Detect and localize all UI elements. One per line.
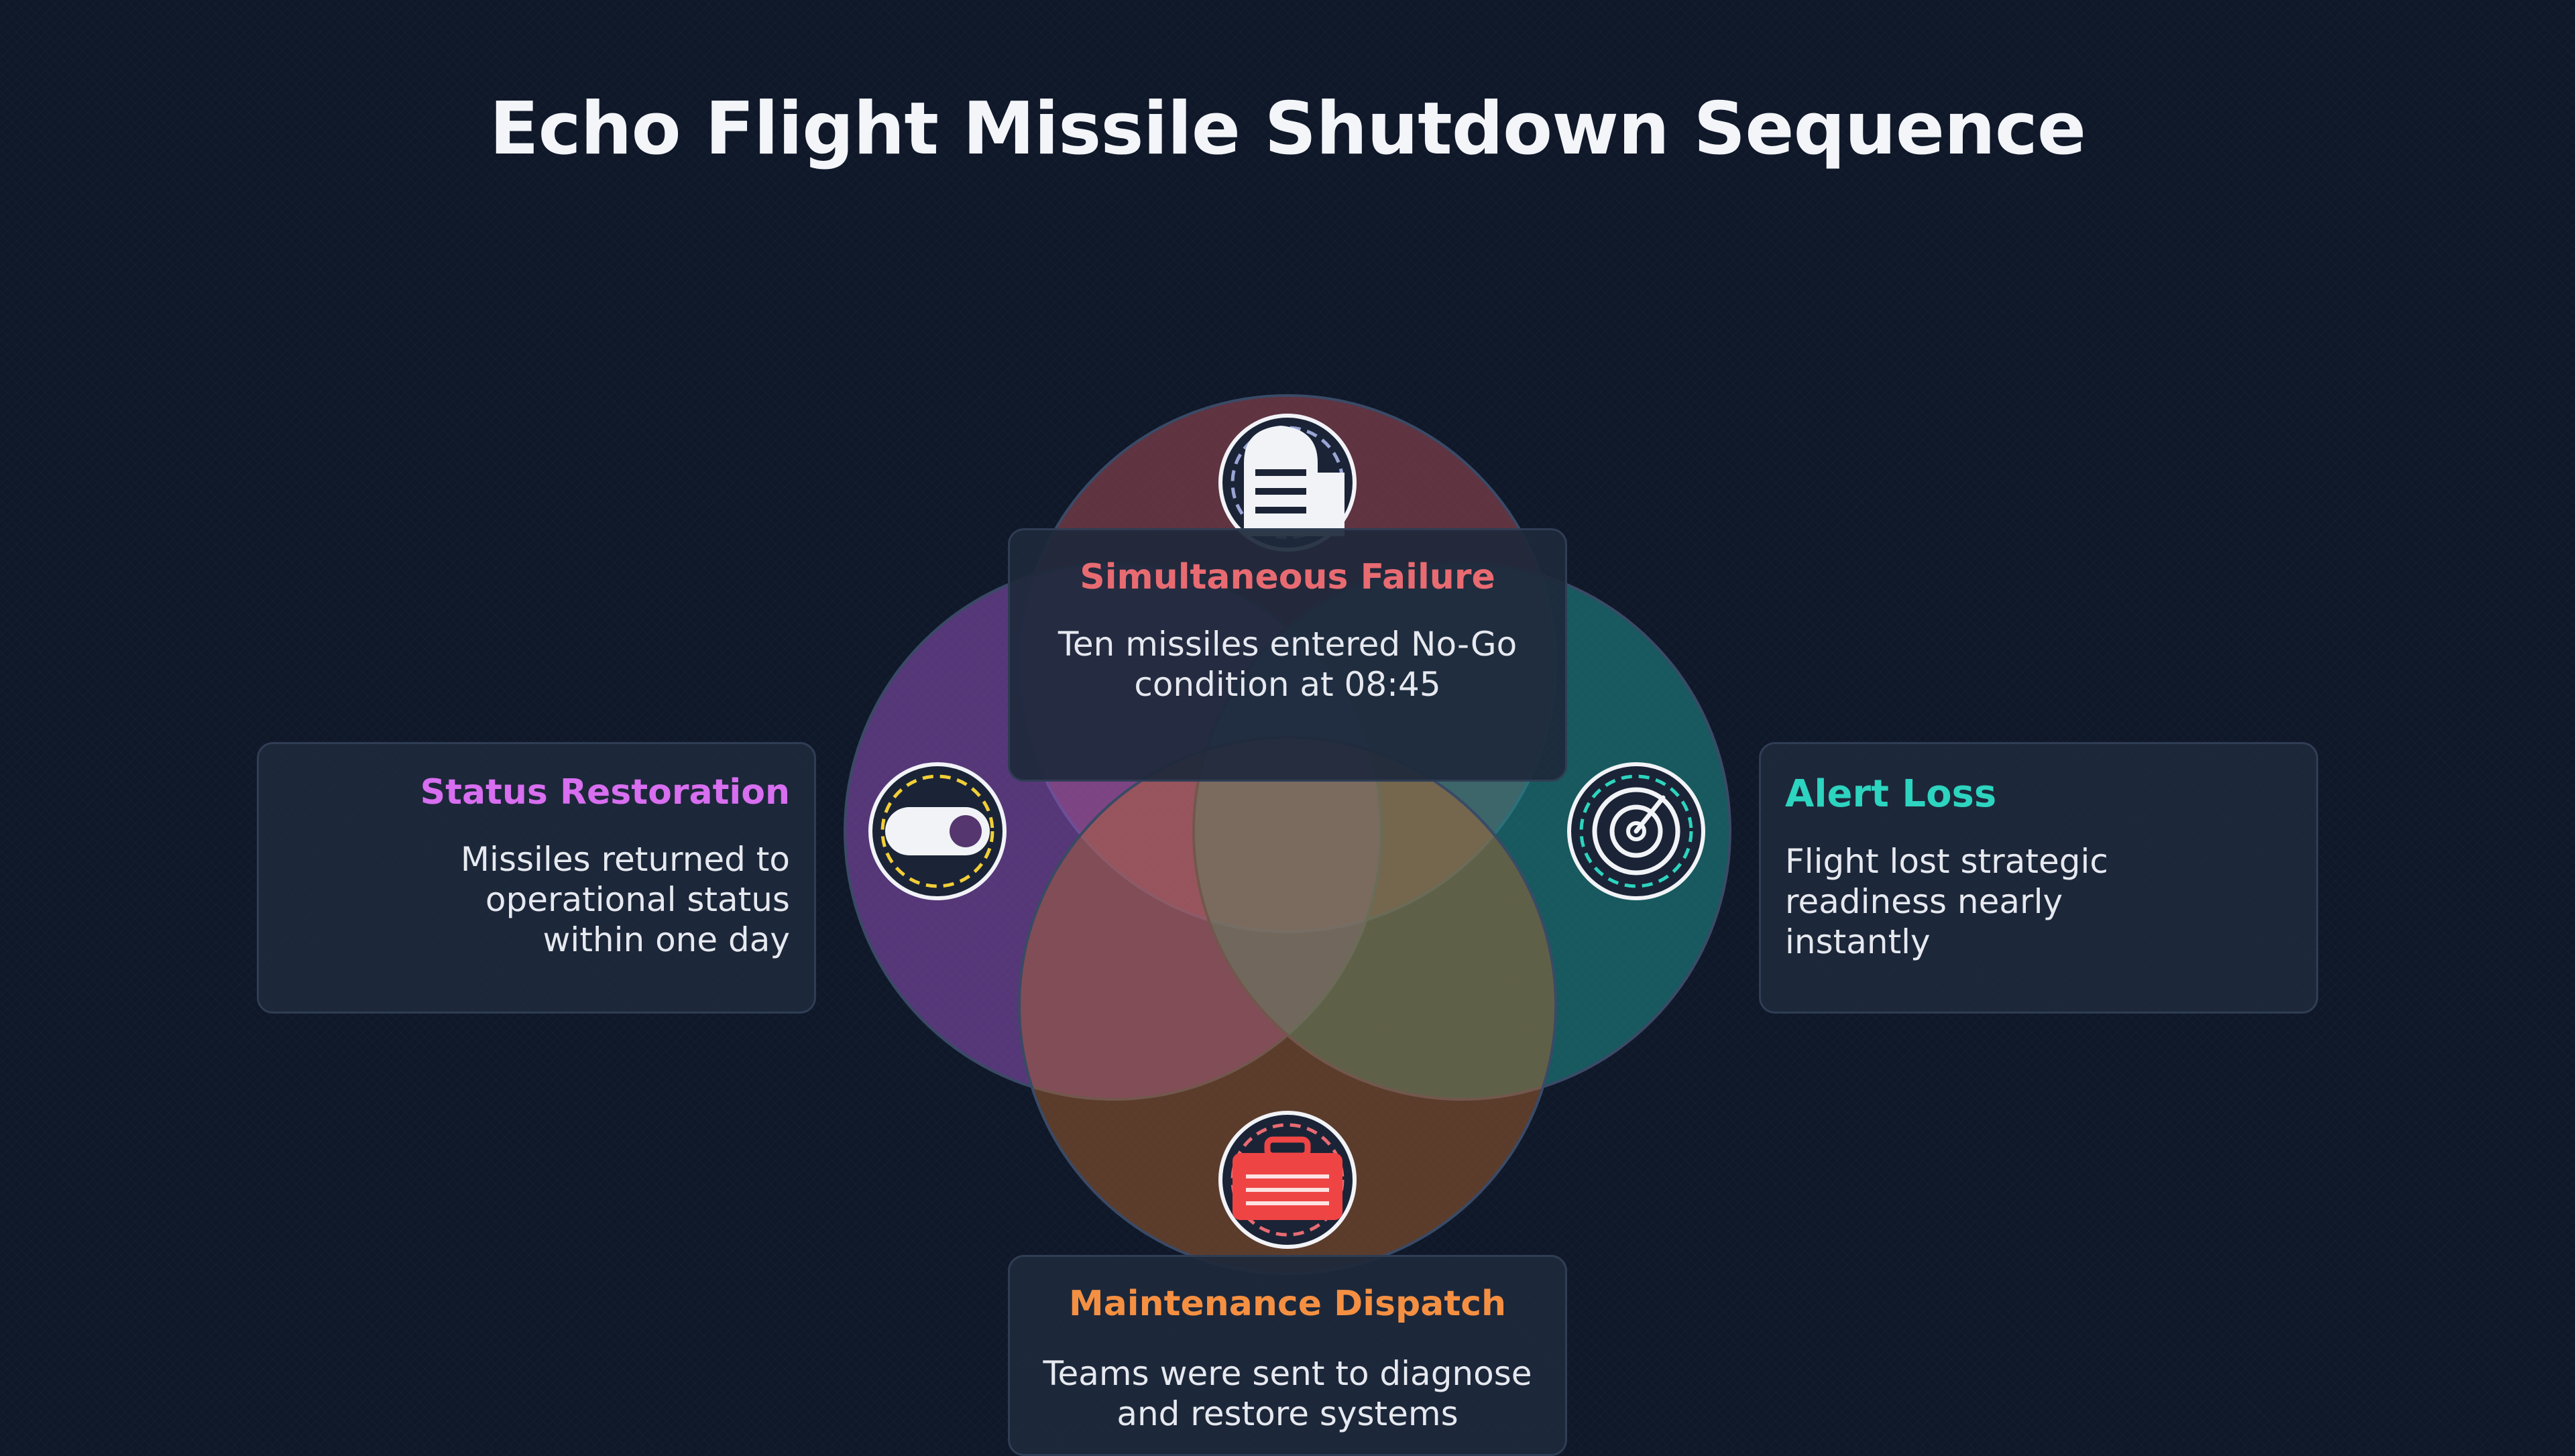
card-alert-loss: Alert Loss Flight lost strategic readine…: [1759, 742, 2318, 1014]
radar-icon: [1567, 762, 1705, 900]
card-heading: Simultaneous Failure: [1080, 557, 1495, 597]
card-body: Missiles returned to operational status …: [460, 840, 790, 959]
toolbox-icon: [1218, 1111, 1357, 1249]
card-heading: Status Restoration: [420, 772, 790, 812]
silo-icon: [1218, 414, 1357, 552]
card-simultaneous-failure: Simultaneous Failure Ten missiles entere…: [1008, 528, 1567, 782]
card-body: Ten missiles entered No-Go condition at …: [1057, 625, 1518, 704]
card-heading: Maintenance Dispatch: [1068, 1284, 1507, 1324]
card-body: Teams were sent to diagnose and restore …: [1043, 1354, 1532, 1433]
card-maintenance-dispatch: Maintenance Dispatch Teams were sent to …: [1008, 1255, 1567, 1456]
card-body: Flight lost strategic readiness nearly i…: [1785, 842, 2108, 961]
page-title: Echo Flight Missile Shutdown Sequence: [489, 87, 2086, 171]
card-status-restoration: Status Restoration Missiles returned to …: [257, 742, 816, 1014]
card-heading: Alert Loss: [1785, 772, 1997, 816]
toggle-switch-icon: [868, 762, 1007, 900]
